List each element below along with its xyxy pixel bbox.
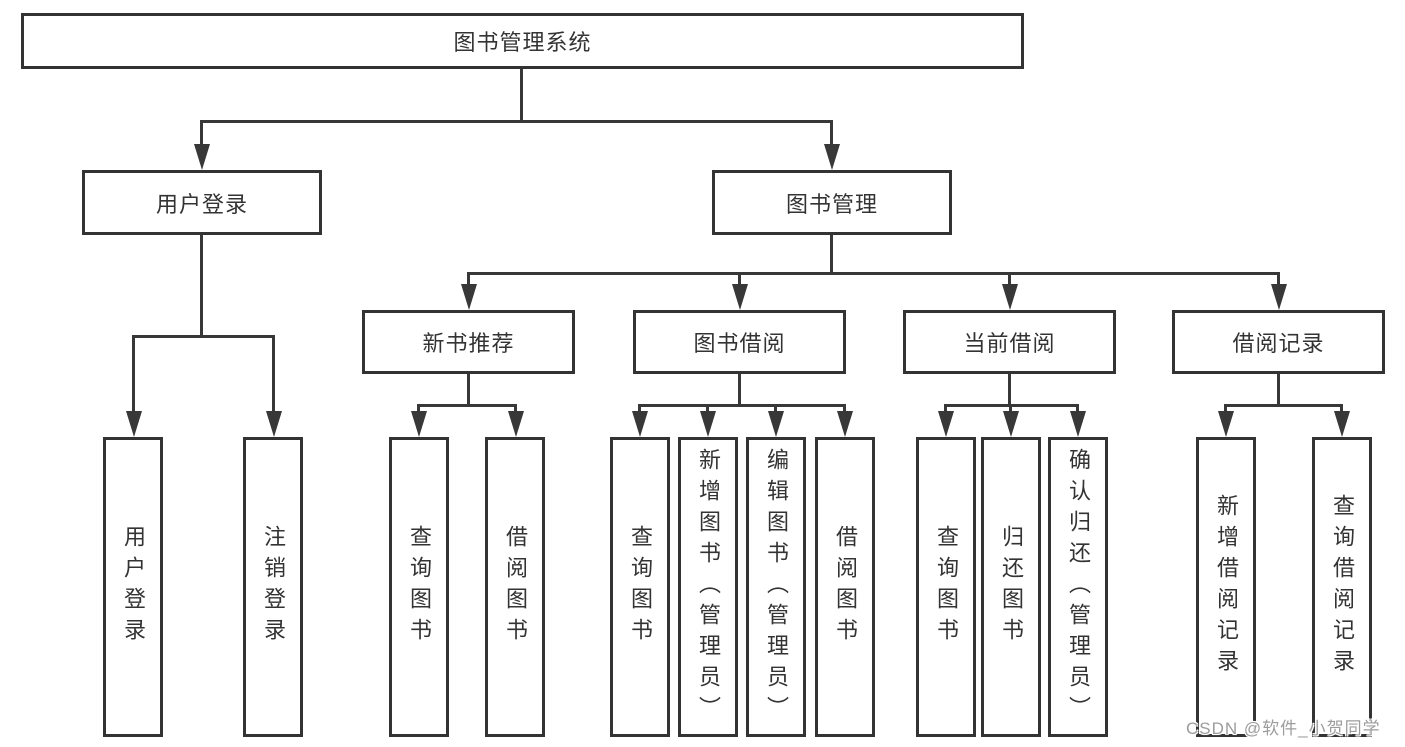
arrowhead-current-borrow: [1002, 284, 1018, 310]
arrowhead-user-login: [194, 144, 210, 170]
arrowhead-book-borrow: [732, 284, 748, 310]
arrowhead-rec-query: [411, 411, 427, 437]
leaf-br-add-record-label: 新增借阅记录: [1214, 494, 1239, 680]
edge-to-new-rec-shaft: [467, 272, 470, 286]
arrowhead-cb-query: [938, 411, 954, 437]
leaf-cb-query-books: 查询图书: [916, 437, 976, 737]
node-new-book-rec: 新书推荐: [362, 310, 575, 374]
leaf-br-query-record-label: 查询借阅记录: [1330, 494, 1355, 680]
leaf-rec-query-books-label: 查询图书: [407, 525, 432, 649]
node-current-borrow-label: 当前借阅: [963, 331, 1056, 356]
edge-user-login-branch: [132, 335, 275, 338]
edge-book-borrow-stem: [738, 374, 741, 407]
edge-to-rec-borrow-shaft: [514, 404, 517, 413]
edge-to-borrow-records-shaft: [1277, 272, 1280, 286]
leaf-rec-borrow-books-label: 借阅图书: [503, 525, 528, 649]
leaf-bb-borrow-books: 借阅图书: [815, 437, 875, 737]
leaf-cb-return-books: 归还图书: [981, 437, 1041, 737]
node-book-borrow-label: 图书借阅: [693, 331, 786, 356]
leaf-user-login-label: 用户登录: [121, 525, 146, 649]
edge-current-borrow-stem: [1008, 374, 1011, 407]
leaf-logout: 注销登录: [243, 437, 303, 737]
leaf-bb-edit-books: 编辑图书（管理员）: [746, 437, 806, 737]
edge-to-current-borrow-shaft: [1008, 272, 1011, 286]
leaf-bb-edit-books-label: 编辑图书（管理员）: [764, 447, 789, 727]
leaf-bb-add-books-label: 新增图书（管理员）: [696, 447, 721, 727]
node-user-login-label: 用户登录: [155, 191, 248, 217]
leaf-cb-return-books-label: 归还图书: [999, 525, 1024, 649]
arrowhead-cb-confirm: [1070, 411, 1086, 437]
edge-to-cb-return-shaft: [1009, 404, 1012, 413]
arrowhead-leaf-logout: [266, 411, 282, 437]
edge-to-br-add-shaft: [1224, 404, 1227, 413]
leaf-br-query-record: 查询借阅记录: [1312, 437, 1372, 737]
leaf-logout-label: 注销登录: [261, 525, 286, 649]
arrowhead-leaf-login: [126, 411, 142, 437]
edge-to-rec-query-shaft: [417, 404, 420, 413]
arrowhead-bb-query: [632, 411, 648, 437]
edge-new-rec-branch: [417, 404, 517, 407]
edge-to-bb-query-shaft: [638, 404, 641, 413]
leaf-bb-query-books: 查询图书: [610, 437, 670, 737]
edge-to-book-mgmt-shaft: [830, 120, 833, 146]
arrowhead-borrow-records: [1271, 284, 1287, 310]
arrowhead-rec-borrow: [508, 411, 524, 437]
arrowhead-bb-borrow: [837, 411, 853, 437]
leaf-bb-borrow-books-label: 借阅图书: [833, 525, 858, 649]
node-borrow-records: 借阅记录: [1172, 310, 1385, 374]
arrowhead-bb-add: [700, 411, 716, 437]
edge-borrow-records-branch: [1224, 404, 1343, 407]
edge-to-bb-borrow-shaft: [843, 404, 846, 413]
edge-to-book-borrow-shaft: [738, 272, 741, 286]
edge-new-rec-stem: [467, 374, 470, 407]
edge-root-stem: [520, 69, 523, 121]
edge-to-bb-add-shaft: [706, 404, 709, 413]
edge-to-leaf-logout-shaft: [272, 335, 275, 413]
leaf-bb-query-books-label: 查询图书: [628, 525, 653, 649]
csdn-watermark: CSDN @软件_小贺同学: [1186, 719, 1381, 738]
leaf-cb-confirm-return-label: 确认归还（管理员）: [1066, 447, 1091, 727]
leaf-cb-confirm-return: 确认归还（管理员）: [1048, 437, 1108, 737]
arrowhead-book-mgmt: [824, 144, 840, 170]
edge-to-cb-confirm-shaft: [1076, 404, 1079, 413]
leaf-rec-query-books: 查询图书: [389, 437, 449, 737]
node-book-borrow: 图书借阅: [633, 310, 846, 374]
arrowhead-new-rec: [461, 284, 477, 310]
arrowhead-cb-return: [1003, 411, 1019, 437]
node-root: 图书管理系统: [21, 13, 1024, 69]
node-new-book-rec-label: 新书推荐: [422, 331, 515, 356]
leaf-bb-add-books: 新增图书（管理员）: [678, 437, 738, 737]
node-book-mgmt: 图书管理: [712, 170, 952, 235]
node-user-login: 用户登录: [82, 170, 322, 235]
node-book-mgmt-label: 图书管理: [785, 191, 878, 217]
arrowhead-br-add: [1218, 411, 1234, 437]
edge-to-bb-edit-shaft: [774, 404, 777, 413]
edge-book-mgmt-branch: [467, 272, 1280, 275]
edge-to-br-query-shaft: [1340, 404, 1343, 413]
node-root-label: 图书管理系统: [453, 30, 592, 55]
arrowhead-bb-edit: [768, 411, 784, 437]
leaf-cb-query-books-label: 查询图书: [934, 525, 959, 649]
edge-book-mgmt-stem: [830, 235, 833, 275]
leaf-user-login: 用户登录: [103, 437, 163, 737]
leaf-br-add-record: 新增借阅记录: [1196, 437, 1256, 737]
arrowhead-br-query: [1334, 411, 1350, 437]
edge-root-branch: [200, 120, 833, 123]
edge-book-borrow-branch: [638, 404, 846, 407]
leaf-rec-borrow-books: 借阅图书: [485, 437, 545, 737]
node-current-borrow: 当前借阅: [903, 310, 1116, 374]
edge-to-cb-query-shaft: [944, 404, 947, 413]
edge-to-leaf-login-shaft: [132, 335, 135, 413]
edge-user-login-stem: [200, 235, 203, 338]
node-borrow-records-label: 借阅记录: [1232, 331, 1325, 356]
edge-to-user-login-shaft: [200, 120, 203, 146]
edge-borrow-records-stem: [1277, 374, 1280, 407]
